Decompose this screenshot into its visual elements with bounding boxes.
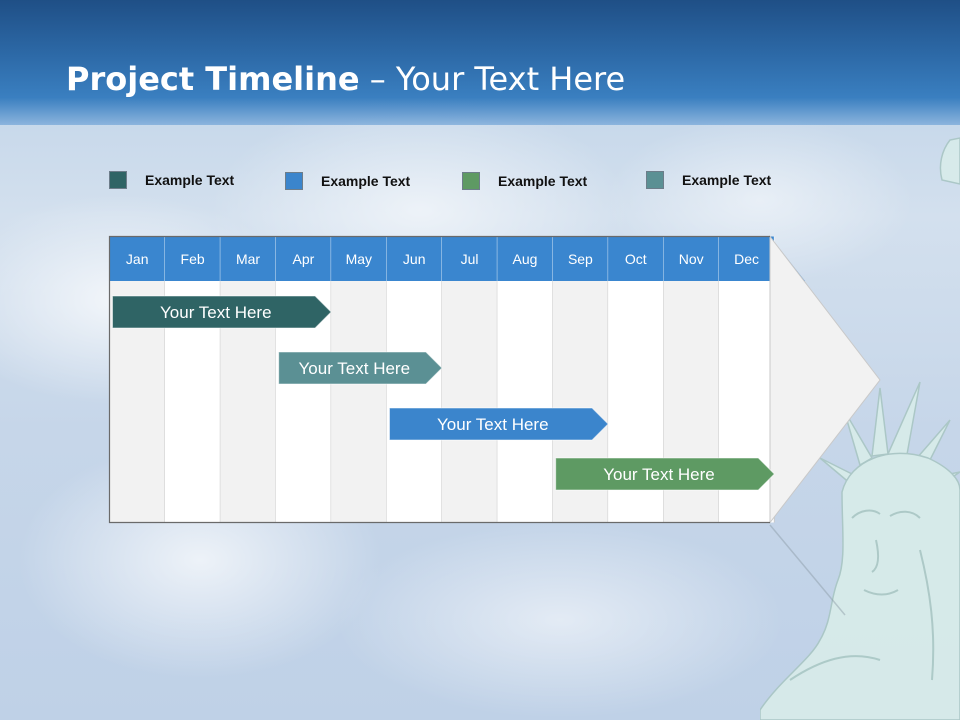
legend-swatch [109,171,127,189]
task-bar [112,295,332,329]
month-header-cell [386,236,442,281]
month-column [386,281,442,523]
legend-item-1: Example Text [109,171,234,189]
task-bar-label: Your Text Here [299,359,411,378]
month-label: Jan [126,251,149,267]
month-label: Aug [513,251,538,267]
task-bar [555,457,776,491]
title-banner [0,0,960,125]
month-column [497,281,553,523]
legend-label: Example Text [682,172,772,188]
task-bar-label: Your Text Here [160,303,272,322]
month-column [331,281,387,523]
legend-swatch [646,171,664,189]
month-label: Jun [403,251,426,267]
month-header-cell [220,236,276,281]
timeline-outline [108,235,881,524]
month-header-cell [441,236,498,281]
legend-item-3: Example Text [462,172,587,190]
month-header-cell [331,236,387,281]
month-label: Jul [461,251,479,267]
month-label: May [346,251,372,267]
month-header-cell [497,236,553,281]
arrow-body [769,235,881,524]
month-label: Apr [293,251,315,267]
month-header-cell [164,236,221,281]
month-column [441,281,498,523]
month-columns [109,281,775,523]
month-header-cell [275,236,332,281]
month-label: Sep [568,251,593,267]
month-label: Nov [679,251,704,267]
month-label: Mar [236,251,260,267]
title-main: Project Timeline [66,60,360,98]
month-label: Dec [734,251,759,267]
task-bar [389,407,609,441]
legend-item-2: Example Text [285,172,410,190]
legend-label: Example Text [321,173,411,189]
title-subtitle: – Your Text Here [359,60,626,98]
legend-swatch [462,172,480,190]
statue-of-liberty-image [760,137,960,720]
month-header-cell [552,236,609,281]
task-bar-label: Your Text Here [603,465,715,484]
month-header-row: Jan Feb Mar Apr May Jun Jul Aug Sep Oct Nov Dec [109,236,805,281]
legend-item-4: Example Text [646,171,771,189]
month-label: Oct [625,251,647,267]
month-header-cell [663,236,719,281]
month-header-cell [718,236,775,281]
timeline-frame [108,235,770,524]
legend-swatch [285,172,303,190]
month-label: Feb [181,251,205,267]
legend-label: Example Text [498,173,588,189]
legend-label: Example Text [145,172,235,188]
page-title: Project Timeline – Your Text Here [66,60,625,98]
timeline-reflection [108,524,846,616]
task-bar [278,351,443,385]
month-header-cell [608,236,664,281]
month-header-cell [109,236,165,281]
task-bar-label: Your Text Here [437,415,549,434]
